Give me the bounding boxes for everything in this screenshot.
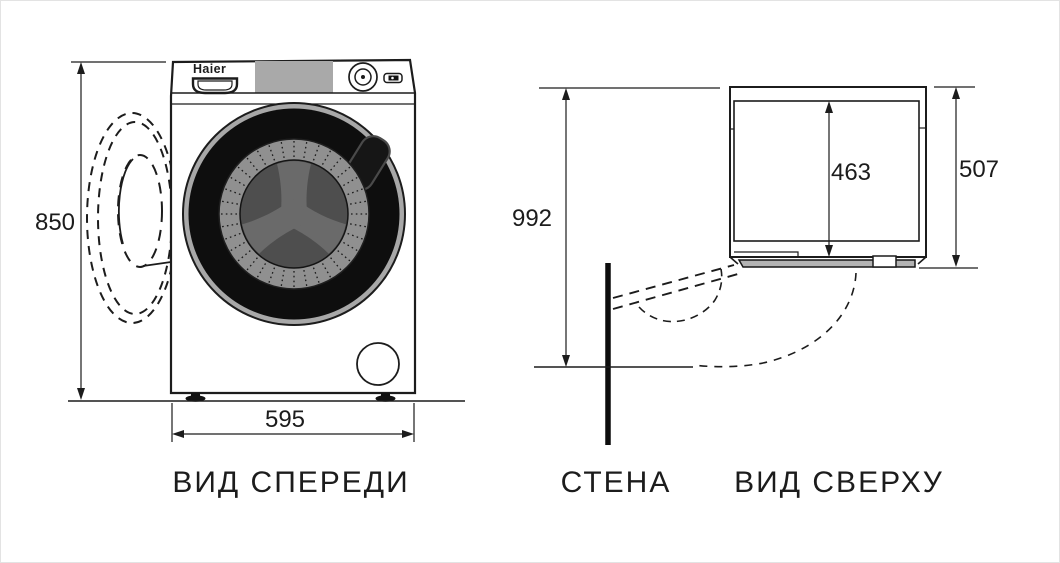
arrowhead-down <box>77 388 85 400</box>
arrowhead-up <box>562 88 570 100</box>
feet <box>185 393 396 402</box>
haier-logo: Haier <box>193 62 226 76</box>
power-button-dot <box>391 76 394 80</box>
open-door-edge-1 <box>612 264 735 299</box>
door-hinge-block <box>872 255 897 268</box>
left-foot-base <box>185 395 206 402</box>
dim-595-value: 595 <box>265 406 305 433</box>
front-view: Haier <box>68 58 465 402</box>
door <box>182 102 406 326</box>
drum-paddle <box>242 198 307 254</box>
arrowhead-down <box>825 245 833 257</box>
dim-463-value: 463 <box>831 159 871 186</box>
drum-paddles <box>242 161 346 254</box>
control-panel-display <box>255 61 333 93</box>
arrowhead-up <box>77 62 85 74</box>
dim-lid-463: 463 <box>825 101 871 257</box>
knob-outer-ring <box>348 62 378 92</box>
front-step-detail <box>734 251 799 257</box>
open-door-edge-2 <box>612 273 739 310</box>
arrowhead-left <box>172 430 184 438</box>
arrowhead-up <box>952 87 960 99</box>
corner-left-diagonal <box>729 256 739 265</box>
filter-door <box>356 342 400 386</box>
right-foot-base <box>375 395 396 402</box>
knob-inner-ring <box>354 68 372 86</box>
open-door-top-view <box>612 264 857 368</box>
dim-clearance-992: 992 <box>512 87 720 367</box>
open-door-dashed-outline <box>86 112 178 324</box>
right-foot-stem <box>381 393 390 397</box>
dim-depth-507: 507 <box>934 86 999 267</box>
open-door-solid-arc <box>117 158 134 245</box>
dim-992-value: 992 <box>512 205 552 232</box>
open-door-glass-bulge <box>638 268 723 323</box>
arrowhead-down <box>562 355 570 367</box>
dim-height-850: 850 <box>35 61 166 400</box>
front-panel-strip <box>737 259 916 268</box>
front-view-label: ВИД СПЕРЕДИ <box>172 466 409 499</box>
detergent-drawer-inner <box>197 80 233 91</box>
dim-width-595: 595 <box>171 403 415 442</box>
left-foot-stem <box>191 393 200 397</box>
arrowhead-right <box>402 430 414 438</box>
arrowhead-down <box>952 255 960 267</box>
wall-label: СТЕНА <box>561 466 672 499</box>
corner-right-diagonal <box>917 256 927 265</box>
top-view-label: ВИД СВЕРХУ <box>734 466 944 499</box>
dim-850-value: 850 <box>35 209 75 236</box>
open-door-outer-ellipse <box>86 112 178 324</box>
knob-dot <box>361 75 365 79</box>
program-knob <box>348 62 378 92</box>
open-door-window-ellipse <box>117 154 163 268</box>
top-view-cabinet <box>729 86 927 258</box>
top-view <box>534 86 978 445</box>
dim-507-value: 507 <box>959 156 999 183</box>
door-swing-arc <box>692 272 857 368</box>
power-button <box>383 72 403 84</box>
arrowhead-up <box>825 101 833 113</box>
top-view-lid <box>733 100 920 242</box>
